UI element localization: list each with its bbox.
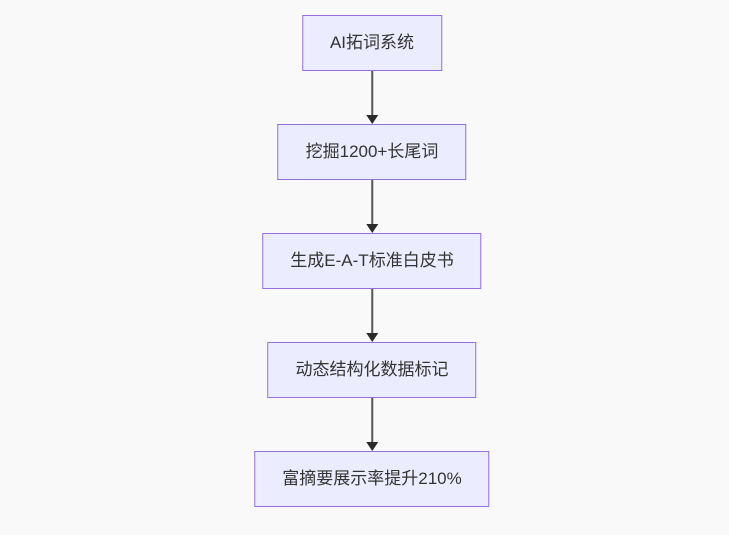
- arrow-shaft: [370, 398, 373, 442]
- arrow-down-icon: [365, 180, 378, 233]
- arrow-down-icon: [365, 71, 378, 124]
- flowchart-node-eat-whitepaper: 生成E-A-T标准白皮书: [262, 233, 482, 289]
- arrowhead-icon: [365, 224, 378, 233]
- flowchart-node-longtail-keywords: 挖掘1200+长尾词: [277, 124, 467, 180]
- flowchart: AI拓词系统 挖掘1200+长尾词 生成E-A-T标准白皮书 动态结构化数据标记…: [254, 15, 490, 507]
- arrowhead-icon: [365, 442, 378, 451]
- arrow-shaft: [370, 289, 373, 333]
- arrow-down-icon: [365, 398, 378, 451]
- flowchart-node-rich-snippet-result: 富摘要展示率提升210%: [254, 451, 490, 507]
- arrow-down-icon: [365, 289, 378, 342]
- flowchart-node-ai-system: AI拓词系统: [301, 15, 443, 71]
- flowchart-node-structured-data: 动态结构化数据标记: [267, 342, 477, 398]
- arrowhead-icon: [365, 115, 378, 124]
- arrowhead-icon: [365, 333, 378, 342]
- arrow-shaft: [370, 71, 373, 115]
- arrow-shaft: [370, 180, 373, 224]
